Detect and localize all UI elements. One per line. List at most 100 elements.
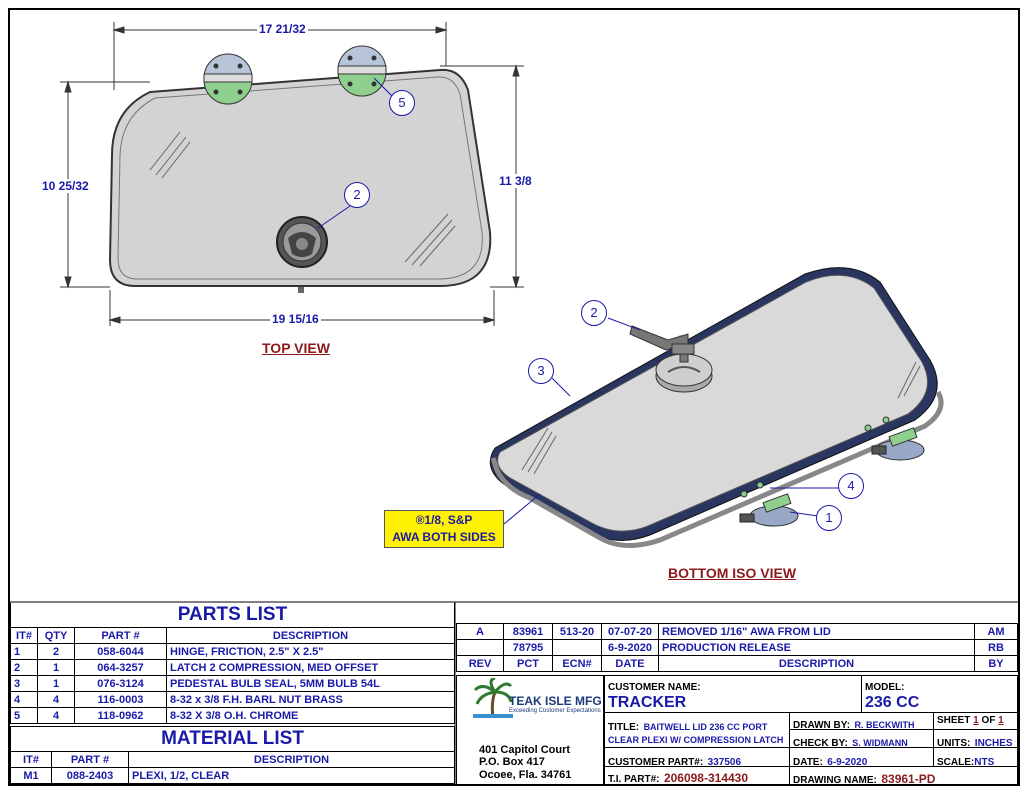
dim-bottom-width: 19 15/16 <box>270 312 321 326</box>
sheet-cell: SHEET 1 OF 1 <box>933 712 1018 730</box>
revision-cell: REMOVED 1/16" AWA FROM LID <box>658 623 975 640</box>
revision-cell: 07-07-20 <box>601 623 659 640</box>
parts-cell: 3 <box>10 675 38 692</box>
rev-header-by: BY <box>974 655 1018 672</box>
revision-cell: PRODUCTION RELEASE <box>658 639 975 656</box>
rev-header-desc: DESCRIPTION <box>658 655 975 672</box>
revision-cell <box>552 639 602 656</box>
bottom-iso-view-title: BOTTOM ISO VIEW <box>668 565 797 581</box>
awa-note-line2: AWA BOTH SIDES <box>392 530 496 544</box>
rev-header-pct: PCT <box>503 655 553 672</box>
ti-part-cell: T.I. PART#: 206098-314430 <box>604 766 790 786</box>
check-by-value: S. WIDMANN <box>852 738 908 748</box>
top-view-hinge-left <box>203 53 253 105</box>
parts-cell: 4 <box>37 707 75 724</box>
check-by-label: CHECK BY: <box>793 738 848 749</box>
parts-cell: 1 <box>37 675 75 692</box>
iso-lid <box>489 267 944 548</box>
rev-header-rev: REV <box>456 655 504 672</box>
material-header-part: PART # <box>51 751 129 768</box>
sheet-total: 1 <box>998 715 1004 726</box>
drawn-by-value: R. BECKWITH <box>854 720 915 730</box>
balloon-4: 4 <box>838 473 864 499</box>
leaders-iso <box>503 317 840 525</box>
revision-cell: A <box>456 623 504 640</box>
address-line3: Ocoee, Fla. 34761 <box>479 769 572 781</box>
title-line2: CLEAR PLEXI W/ COMPRESSION LATCH <box>608 735 784 745</box>
dim-top-width: 17 21/32 <box>257 22 308 36</box>
parts-header-it: IT# <box>10 627 38 644</box>
revision-cell: 513-20 <box>552 623 602 640</box>
iso-latch <box>629 325 713 393</box>
top-view-title: TOP VIEW <box>262 340 330 356</box>
revision-table: A 83961 513-20 07-07-20 REMOVED 1/16" AW… <box>456 623 1018 672</box>
date-value: 6-9-2020 <box>827 757 868 768</box>
scale-cell: SCALE:NTS <box>933 747 1018 768</box>
customer-name-label: CUSTOMER NAME: <box>608 682 701 693</box>
model-value: 236 CC <box>865 694 920 711</box>
top-view-lid-outline <box>108 68 492 287</box>
table-frame <box>10 601 1018 786</box>
awa-note-line1: ®1/8, S&P <box>415 513 473 527</box>
units-label: UNITS: <box>937 738 971 749</box>
revision-cell <box>456 639 504 656</box>
drawing-name-label: DRAWING NAME: <box>793 775 877 786</box>
company-name: TEAK ISLE MFG <box>509 694 602 708</box>
customer-part-cell: CUSTOMER PART#: 337506 <box>604 747 790 768</box>
dim-left-height: 10 25/32 <box>40 179 91 193</box>
revision-row: 78795 6-9-2020 PRODUCTION RELEASE RB <box>456 639 1018 656</box>
parts-header-desc: DESCRIPTION <box>166 627 455 644</box>
parts-header-part: PART # <box>74 627 167 644</box>
address-line1: 401 Capitol Court <box>479 744 571 756</box>
drawing-name-value: 83961-PD <box>881 772 936 786</box>
balloon-2-iso: 2 <box>581 300 607 326</box>
customer-part-label: CUSTOMER PART#: <box>608 757 704 768</box>
balloon-2-top: 2 <box>344 182 370 208</box>
revision-cell: 6-9-2020 <box>601 639 659 656</box>
title-cell: TITLE: BAITWELL LID 236 CC PORT CLEAR PL… <box>604 712 790 748</box>
parts-cell: 076-3124 <box>74 675 167 692</box>
parts-cell: 2 <box>10 659 38 676</box>
ti-part-label: T.I. PART#: <box>608 774 660 785</box>
parts-cell: LATCH 2 COMPRESSION, MED OFFSET <box>166 659 455 676</box>
parts-list-title: PARTS LIST <box>10 603 455 628</box>
material-cell: M1 <box>10 767 52 784</box>
parts-cell: 2 <box>37 643 75 660</box>
material-row: M1 088-2403 PLEXI, 1/2, CLEAR <box>10 767 455 784</box>
check-by-cell: CHECK BY: S. WIDMANN <box>789 729 934 749</box>
parts-cell: 118-0962 <box>74 707 167 724</box>
scale-label: SCALE: <box>937 757 975 768</box>
parts-cell: 1 <box>10 643 38 660</box>
top-view-glare <box>149 131 456 267</box>
revision-cell: AM <box>974 623 1018 640</box>
material-cell: PLEXI, 1/2, CLEAR <box>128 767 455 784</box>
parts-cell: 8-32 X 3/8 O.H. CHROME <box>166 707 455 724</box>
drawn-by-label: DRAWN BY: <box>793 720 851 731</box>
parts-cell: 064-3257 <box>74 659 167 676</box>
parts-cell: 1 <box>37 659 75 676</box>
parts-cell: HINGE, FRICTION, 2.5" X 2.5" <box>166 643 455 660</box>
scale-value: NTS <box>974 757 995 768</box>
customer-name-cell: CUSTOMER NAME: TRACKER <box>604 675 862 713</box>
ti-part-value: 206098-314430 <box>663 771 749 785</box>
top-view-latch <box>276 216 328 293</box>
parts-cell: 058-6044 <box>74 643 167 660</box>
date-cell: DATE: 6-9-2020 <box>789 747 934 768</box>
material-header-desc: DESCRIPTION <box>128 751 455 768</box>
title-label: TITLE: <box>608 722 640 733</box>
model-label: MODEL: <box>865 682 905 693</box>
title-line1: BAITWELL LID 236 CC PORT <box>643 722 768 732</box>
material-header-it: IT# <box>10 751 52 768</box>
drawing-name-cell: DRAWING NAME: 83961-PD <box>789 766 1018 786</box>
dim-right-height: 11 3/8 <box>497 174 534 188</box>
revision-cell: RB <box>974 639 1018 656</box>
units-cell: UNITS: INCHES <box>933 729 1018 749</box>
revision-cell: 78795 <box>503 639 553 656</box>
parts-cell: 116-0003 <box>74 691 167 708</box>
balloon-1: 1 <box>816 505 842 531</box>
